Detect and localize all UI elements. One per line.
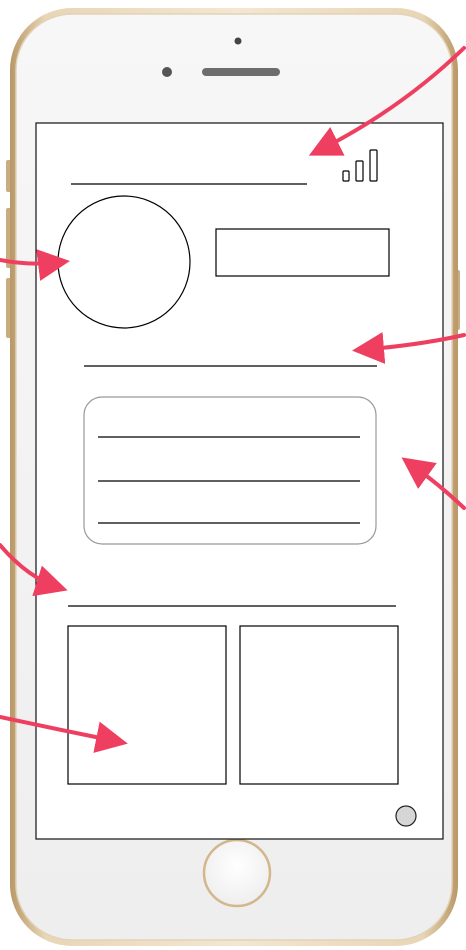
floating-action-dot[interactable] [396,806,416,826]
home-button[interactable] [204,840,270,906]
earpiece-speaker [202,68,280,76]
proximity-sensor-icon [162,67,172,77]
screen [36,123,443,839]
front-camera-icon [235,38,242,45]
